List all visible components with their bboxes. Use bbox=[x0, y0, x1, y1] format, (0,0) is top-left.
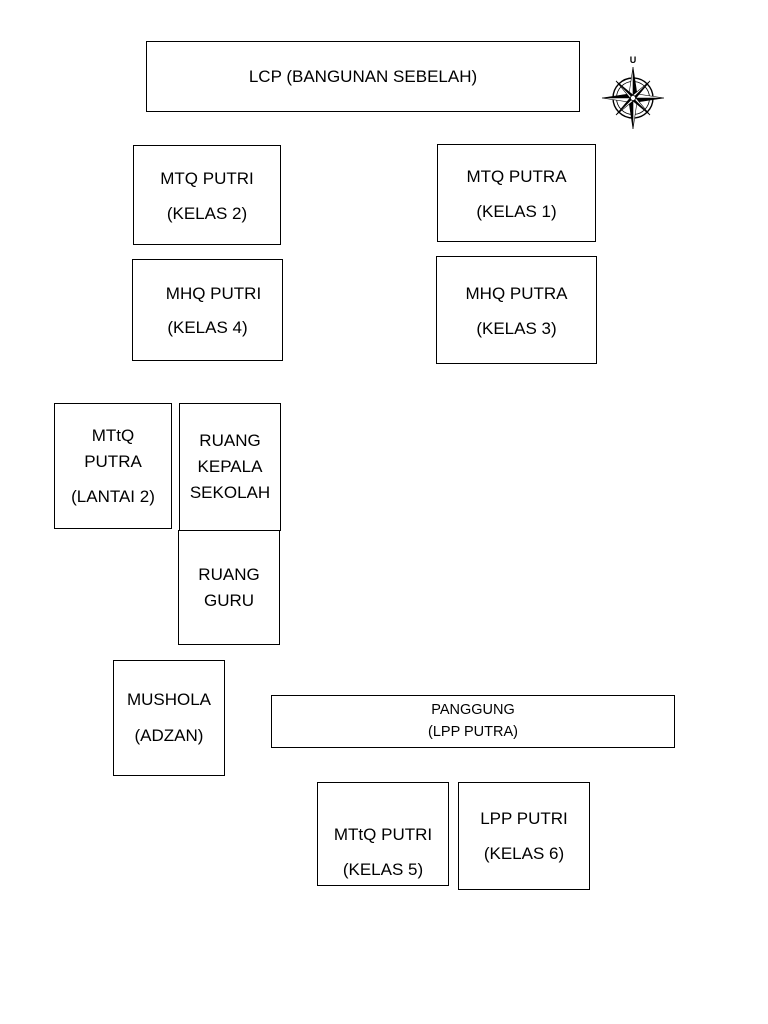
room-label: LCP (BANGUNAN SEBELAH) bbox=[248, 67, 478, 86]
room-label: (KELAS 6) bbox=[483, 844, 565, 863]
room-label: (KELAS 3) bbox=[476, 319, 557, 338]
room-label: MTtQ bbox=[91, 426, 135, 445]
room-label: MHQ PUTRI bbox=[165, 284, 262, 303]
room-label: RUANG bbox=[199, 431, 261, 450]
room-label: (KELAS 5) bbox=[342, 860, 424, 879]
room-mttq-putri: MTtQ PUTRI (KELAS 5) bbox=[317, 782, 449, 886]
room-label: MTQ PUTRA bbox=[466, 167, 567, 186]
room-panggung: PANGGUNG (LPP PUTRA) bbox=[271, 695, 675, 748]
room-label: (LANTAI 2) bbox=[71, 487, 155, 506]
room-label: SEKOLAH bbox=[189, 483, 271, 502]
room-mtq-putri: MTQ PUTRI (KELAS 2) bbox=[133, 145, 281, 245]
room-mttq-putra: MTtQ PUTRA (LANTAI 2) bbox=[54, 403, 172, 529]
room-mtq-putra: MTQ PUTRA (KELAS 1) bbox=[437, 144, 596, 242]
room-lcp: LCP (BANGUNAN SEBELAH) bbox=[146, 41, 580, 112]
room-label: (KELAS 2) bbox=[166, 204, 248, 223]
room-label: MHQ PUTRA bbox=[465, 284, 568, 303]
room-label: KEPALA bbox=[197, 457, 263, 476]
room-label: (LPP PUTRA) bbox=[428, 724, 518, 740]
room-mhq-putri: MHQ PUTRI (KELAS 4) bbox=[132, 259, 283, 361]
room-mhq-putra: MHQ PUTRA (KELAS 3) bbox=[436, 256, 597, 364]
room-ruang-kepala-sekolah: RUANG KEPALA SEKOLAH bbox=[179, 403, 281, 531]
compass-north-label: U bbox=[630, 55, 637, 65]
room-label: (ADZAN) bbox=[134, 726, 204, 745]
room-ruang-guru: RUANG GURU bbox=[178, 530, 280, 645]
compass-rose-icon: U bbox=[598, 54, 668, 132]
room-mushola: MUSHOLA (ADZAN) bbox=[113, 660, 225, 776]
room-label: PANGGUNG bbox=[431, 702, 515, 718]
room-lpp-putri: LPP PUTRI (KELAS 6) bbox=[458, 782, 590, 890]
room-label: RUANG bbox=[198, 565, 260, 584]
room-label: PUTRA bbox=[84, 452, 142, 471]
room-label: (KELAS 1) bbox=[476, 202, 557, 221]
room-label: MTtQ PUTRI bbox=[333, 825, 433, 844]
room-label: MUSHOLA bbox=[126, 690, 212, 709]
room-label: MTQ PUTRI bbox=[160, 169, 254, 188]
room-label: (KELAS 4) bbox=[167, 318, 248, 337]
room-label: GURU bbox=[203, 591, 255, 610]
room-label: LPP PUTRI bbox=[480, 809, 568, 828]
